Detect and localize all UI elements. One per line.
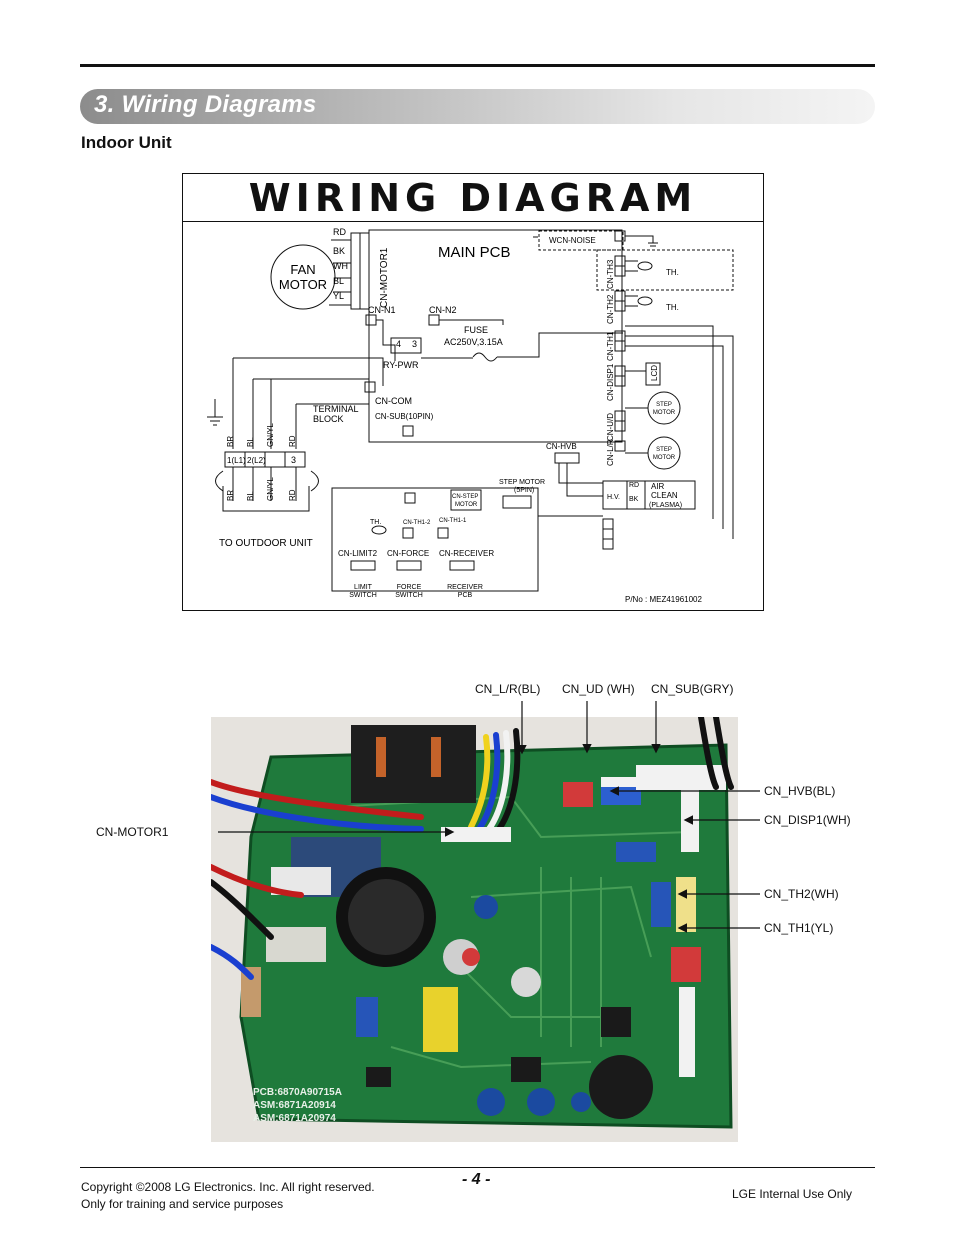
force-switch-label-1: FORCE bbox=[397, 584, 422, 591]
step-motor-1-label-1: STEP bbox=[656, 402, 672, 408]
cn-disp1-label: CN-DISP1 bbox=[606, 363, 615, 401]
air-clean-label-1: AIR bbox=[651, 482, 665, 491]
section-banner: 3. Wiring Diagrams bbox=[80, 89, 875, 124]
cn-hvb-label: CN-HVB bbox=[546, 442, 577, 451]
section-title: 3. Wiring Diagrams bbox=[94, 91, 317, 118]
cn-motor1-label: CN-MOTOR1 bbox=[379, 247, 390, 308]
cn-n1-label: CN-N1 bbox=[368, 305, 396, 315]
fan-motor-label-1: FAN bbox=[290, 262, 315, 277]
cn-com-label: CN-COM bbox=[375, 396, 412, 406]
internal-use-text: LGE Internal Use Only bbox=[732, 1187, 853, 1201]
receiver-pcb-label-1: RECEIVER bbox=[447, 584, 483, 591]
callout-cn-disp1: CN_DISP1(WH) bbox=[764, 813, 851, 827]
hv-wire-bk: BK bbox=[629, 496, 639, 503]
motor-wire-rd: RD bbox=[333, 227, 346, 237]
tb-wire-bottom-rd: RD bbox=[288, 489, 297, 501]
pcb-marking-1: PCB:6870A90715A bbox=[253, 1087, 342, 1098]
callout-cn-ud: CN_UD (WH) bbox=[562, 682, 635, 696]
cn-force-label: CN-FORCE bbox=[387, 549, 429, 558]
step-motor-5pin-1: STEP MOTOR bbox=[499, 479, 545, 486]
pcb-photo: PCB:6870A90715A ASM:6871A20914 ASM:6871A… bbox=[211, 717, 738, 1142]
relay-pin-4: 4 bbox=[396, 339, 401, 349]
fuse-label: FUSE bbox=[464, 325, 488, 335]
cn-th2-label: CN-TH2 bbox=[606, 294, 615, 324]
air-clean-label-2: CLEAN bbox=[651, 491, 678, 500]
pcb-marking-2: ASM:6871A20914 bbox=[253, 1100, 336, 1111]
motor-wire-bk: BK bbox=[333, 246, 345, 256]
cn-lr-label: CN-L/R bbox=[606, 439, 615, 466]
cn-th1-1-label: CN-TH1-1 bbox=[439, 518, 467, 524]
callout-cn-hvb: CN_HVB(BL) bbox=[764, 784, 836, 798]
terminal-block-label-1: TERMINAL bbox=[313, 404, 359, 414]
cn-n2-label: CN-N2 bbox=[429, 305, 457, 315]
tb-wire-top-bl: BL bbox=[246, 437, 255, 447]
cn-th1-label: CN-TH1 bbox=[606, 331, 615, 361]
copyright-text: Copyright ©2008 LG Electronics. Inc. All… bbox=[81, 1180, 375, 1194]
cn-step-motor-2: MOTOR bbox=[455, 502, 478, 508]
tb-wire-bottom-gnyl: GN/YL bbox=[266, 476, 275, 501]
main-pcb-label: MAIN PCB bbox=[438, 244, 511, 261]
step-motor-2-label-2: MOTOR bbox=[653, 455, 676, 461]
subheading: Indoor Unit bbox=[81, 133, 172, 152]
receiver-pcb-label-2: PCB bbox=[458, 592, 473, 599]
cn-sub-label: CN-SUB(10PIN) bbox=[375, 412, 434, 421]
callout-cn-th1: CN_TH1(YL) bbox=[764, 921, 834, 935]
footer-left: Copyright ©2008 LG Electronics. Inc. All… bbox=[81, 1179, 375, 1213]
callout-cn-sub: CN_SUB(GRY) bbox=[651, 682, 734, 696]
callout-cn-motor1: CN-MOTOR1 bbox=[96, 825, 169, 839]
pcb-marking-3: ASM:6871A20974 bbox=[253, 1113, 336, 1124]
diagram-title-bar: WIRING DIAGRAM bbox=[183, 174, 763, 222]
ry-pwr-label: RY-PWR bbox=[383, 360, 419, 370]
force-switch-label-2: SWITCH bbox=[395, 592, 423, 599]
diagram-schematic: RD BK WH BL YL FAN MOTOR CN-MOTOR1 MAIN … bbox=[207, 227, 734, 604]
cn-step-motor-1: CN-STEP bbox=[452, 494, 478, 500]
motor-wire-yl: YL bbox=[333, 291, 344, 301]
callout-cn-lr: CN_L/R(BL) bbox=[475, 682, 541, 696]
tb-wire-top-rd: RD bbox=[288, 435, 297, 447]
tb-cell-2: 2(L2) bbox=[247, 456, 266, 465]
tb-wire-top-gnyl: GN/YL bbox=[266, 422, 275, 447]
part-number: P/No : MEZ41961002 bbox=[625, 595, 702, 604]
diagram-title: WIRING DIAGRAM bbox=[248, 176, 698, 220]
footer-rule bbox=[80, 1167, 875, 1168]
callout-cn-th2: CN_TH2(WH) bbox=[764, 887, 839, 901]
limit-switch-label-2: SWITCH bbox=[349, 592, 377, 599]
wiring-diagram: WIRING DIAGRAM bbox=[182, 173, 764, 611]
cn-limit2-label: CN-LIMIT2 bbox=[338, 549, 378, 558]
fuse-rating: AC250V,3.15A bbox=[444, 337, 503, 347]
tb-wire-top-br: BR bbox=[226, 436, 235, 447]
limit-switch-label-1: LIMIT bbox=[354, 584, 373, 591]
cn-ud-label: CN-U/D bbox=[606, 413, 615, 441]
training-text: Only for training and service purposes bbox=[81, 1197, 284, 1211]
cn-th3-label: CN-TH3 bbox=[606, 259, 615, 289]
page-number: - 4 - bbox=[462, 1171, 491, 1188]
relay-pin-3: 3 bbox=[412, 339, 417, 349]
hv-wire-rd: RD bbox=[629, 482, 639, 489]
lcd-label: LCD bbox=[650, 365, 659, 381]
to-outdoor-label: TO OUTDOOR UNIT bbox=[219, 538, 313, 549]
cn-receiver-label: CN-RECEIVER bbox=[439, 549, 494, 558]
th3-label: TH. bbox=[666, 268, 679, 277]
step-motor-5pin-2: (5PIN) bbox=[514, 487, 534, 494]
th1-label: TH. bbox=[370, 519, 381, 526]
motor-wire-bl: BL bbox=[333, 276, 344, 286]
hv-label: H.V. bbox=[607, 494, 620, 501]
th2-label: TH. bbox=[666, 303, 679, 312]
air-clean-label-3: (PLASMA) bbox=[649, 502, 682, 509]
step-motor-2-label-1: STEP bbox=[656, 447, 672, 453]
top-rule bbox=[80, 64, 875, 67]
wcn-noise-label: WCN-NOISE bbox=[549, 236, 596, 245]
step-motor-1-label-2: MOTOR bbox=[653, 410, 676, 416]
tb-wire-bottom-bl: BL bbox=[246, 491, 255, 501]
terminal-block-label-2: BLOCK bbox=[313, 414, 344, 424]
tb-wire-bottom-br: BR bbox=[226, 490, 235, 501]
tb-cell-3: 3 bbox=[291, 455, 296, 465]
tb-cell-1: 1(L1) bbox=[227, 456, 246, 465]
cn-th1-2-label: CN-TH1-2 bbox=[403, 520, 431, 526]
motor-wire-wh: WH bbox=[333, 261, 348, 271]
fan-motor-label-2: MOTOR bbox=[279, 277, 327, 292]
